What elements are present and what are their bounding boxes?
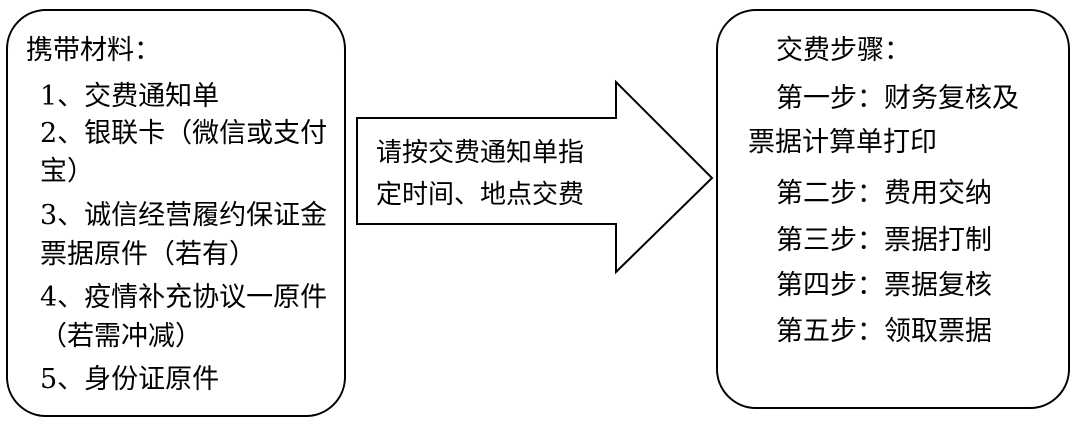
step-line: 第一步：财务复核及 <box>776 83 1019 114</box>
materials-line: 4、疫情补充协议一原件 <box>40 282 328 313</box>
arrow-text-line: 定时间、地点交费 <box>376 180 585 210</box>
step-line: 第二步：费用交纳 <box>776 178 992 209</box>
materials-line: 宝） <box>40 156 94 187</box>
step-line: 第三步：票据打制 <box>776 225 992 256</box>
step-line: 第五步：领取票据 <box>776 316 992 347</box>
step-line: 第四步：票据复核 <box>776 270 992 301</box>
materials-box <box>6 9 346 417</box>
materials-line: 1、交费通知单 <box>40 81 220 112</box>
steps-title: 交费步骤： <box>776 35 911 66</box>
materials-line: （若需冲减） <box>40 321 202 352</box>
materials-title: 携带材料： <box>26 35 161 66</box>
materials-line: 2、银联卡（微信或支付 <box>40 118 328 149</box>
arrow-text-line: 请按交费通知单指 <box>376 138 585 168</box>
step-line: 票据计算单打印 <box>748 127 937 158</box>
materials-line: 3、诚信经营履约保证金 <box>40 200 328 231</box>
materials-line: 票据原件（若有） <box>40 239 256 270</box>
materials-line: 5、身份证原件 <box>40 364 220 395</box>
steps-box <box>716 9 1070 409</box>
flow-arrow-shape <box>356 79 714 275</box>
